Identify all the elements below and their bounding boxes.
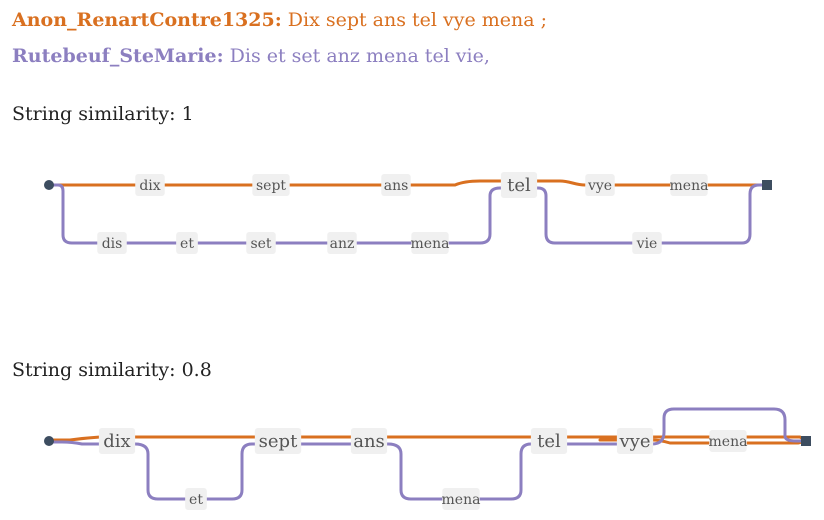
token-node-label: anz <box>330 236 355 252</box>
token-node: anz <box>327 232 357 254</box>
token-node-bg <box>135 174 165 196</box>
token-node-bg <box>670 174 708 196</box>
witness-b-text: Dis et set anz mena tel vie, <box>229 45 490 67</box>
token-node-bg <box>246 232 276 254</box>
token-node-bg <box>254 428 302 454</box>
token-node: tel <box>500 172 538 198</box>
similarity-label: String similarity: <box>12 359 176 381</box>
token-node-bg <box>500 172 538 198</box>
token-node: et <box>185 488 207 510</box>
similarity-label: String similarity: <box>12 103 176 125</box>
token-node: vye <box>585 174 615 196</box>
token-node: dix <box>98 428 136 454</box>
end-node <box>762 180 772 190</box>
end-node <box>801 436 811 446</box>
token-node-label: mena <box>442 492 481 508</box>
witness-b-line: Rutebeuf_SteMarie: Dis et set anz mena t… <box>12 45 490 67</box>
token-node-label: ans <box>353 431 385 452</box>
token-node-bg <box>616 428 654 454</box>
token-node-label: dis <box>102 236 123 252</box>
witness-a-text: Dix sept ans tel vye mena ; <box>287 9 548 31</box>
token-node-bg <box>411 232 449 254</box>
start-node <box>44 436 54 446</box>
token-node-label: mena <box>411 236 450 252</box>
token-node-bg <box>185 488 207 510</box>
token-node-bg <box>176 232 198 254</box>
token-node-label: sept <box>259 431 298 452</box>
token-node-label: vie <box>636 236 658 252</box>
token-node-bg <box>381 174 411 196</box>
token-node-bg <box>530 428 568 454</box>
token-node-bg <box>327 232 357 254</box>
variant-graph-2: dix sept ans tel vye mena et mena <box>44 407 811 510</box>
token-node: sept <box>252 174 290 196</box>
token-node-bg <box>585 174 615 196</box>
witness-b-sigil: Rutebeuf_SteMarie: <box>12 45 224 67</box>
witness-a-line: Anon_RenartContre1325: Dix sept ans tel … <box>12 9 547 31</box>
token-node-bg <box>350 428 388 454</box>
token-node-label: dix <box>139 178 160 194</box>
token-node: mena <box>709 430 748 452</box>
token-node-label: mena <box>709 434 748 450</box>
token-node-label: sept <box>256 178 286 194</box>
token-node-label: mena <box>670 178 709 194</box>
token-node-label: ans <box>384 178 409 194</box>
similarity-heading-1: String similarity: 1 <box>12 103 194 125</box>
similarity-heading-2: String similarity: 0.8 <box>12 359 212 381</box>
token-node-label: et <box>180 236 194 252</box>
witness-a-sigil: Anon_RenartContre1325: <box>12 9 282 31</box>
similarity-value: 0.8 <box>181 359 212 381</box>
token-node-label: et <box>189 492 203 508</box>
token-node: mena <box>411 232 450 254</box>
token-node-label: tel <box>507 175 531 196</box>
token-node: mena <box>670 174 709 196</box>
token-node-bg <box>97 232 127 254</box>
token-node: mena <box>442 488 481 510</box>
token-node: sept <box>254 428 302 454</box>
token-node-bg <box>632 232 662 254</box>
token-node: set <box>246 232 276 254</box>
token-node-label: dix <box>103 431 130 452</box>
token-node-bg <box>442 488 480 510</box>
similarity-value: 1 <box>181 103 194 125</box>
token-node: ans <box>350 428 388 454</box>
token-node-label: vye <box>619 431 651 452</box>
token-node: dix <box>135 174 165 196</box>
token-node: tel <box>530 428 568 454</box>
witness-a-edge <box>47 435 808 443</box>
token-node-label: set <box>250 236 271 252</box>
token-node-bg <box>709 430 747 452</box>
token-node: ans <box>381 174 411 196</box>
token-node-bg <box>98 428 136 454</box>
witness-b-edge <box>47 407 808 501</box>
start-node <box>44 180 54 190</box>
token-node: dis <box>97 232 127 254</box>
token-node: vie <box>632 232 662 254</box>
token-node-bg <box>252 174 290 196</box>
token-node-label: vye <box>587 178 612 194</box>
token-node-label: tel <box>537 431 561 452</box>
variant-graph-1: dix sept ans tel vye mena dis et set anz mena vie <box>44 172 772 254</box>
token-node: vye <box>616 428 654 454</box>
token-node: et <box>176 232 198 254</box>
